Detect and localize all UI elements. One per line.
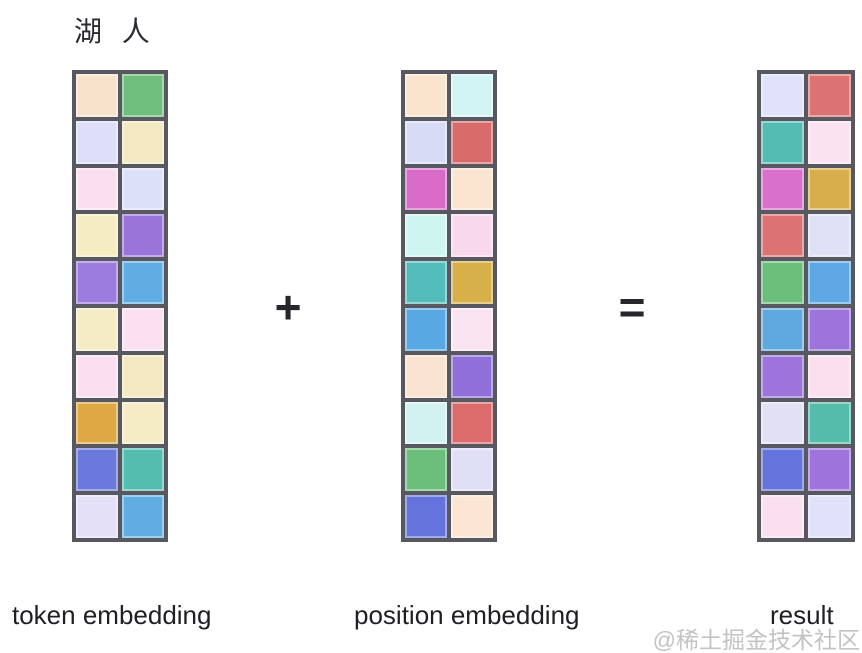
embedding-cell xyxy=(76,448,118,492)
embedding-cell xyxy=(405,401,447,445)
embedding-cell xyxy=(405,354,447,398)
embedding-cell xyxy=(76,167,118,211)
embedding-cell xyxy=(808,401,851,445)
embedding-cell xyxy=(405,120,447,164)
embedding-cell xyxy=(122,448,164,492)
embedding-cell xyxy=(808,120,851,164)
embedding-cell xyxy=(808,307,851,351)
embedding-cell xyxy=(451,401,493,445)
embedding-cell xyxy=(761,307,804,351)
embedding-cell xyxy=(808,214,851,258)
token-embedding-label: token embedding xyxy=(12,600,212,630)
embedding-cell xyxy=(451,120,493,164)
embedding-cell xyxy=(761,167,804,211)
embedding-cell xyxy=(761,74,804,117)
embedding-cell xyxy=(76,401,118,445)
watermark: @稀土掘金技术社区 xyxy=(652,627,860,653)
embedding-cell xyxy=(761,214,804,258)
embedding-cell xyxy=(122,120,164,164)
embedding-cell xyxy=(122,167,164,211)
embedding-cell xyxy=(808,354,851,398)
embedding-cell xyxy=(405,261,447,304)
position-embedding-grid xyxy=(401,70,497,542)
embedding-cell xyxy=(761,448,804,492)
embedding-cell xyxy=(808,495,851,538)
embedding-cell xyxy=(122,401,164,445)
plus-operator: + xyxy=(274,281,302,333)
embedding-cell xyxy=(451,74,493,117)
embedding-cell xyxy=(122,307,164,351)
embedding-cell xyxy=(808,448,851,492)
embedding-cell xyxy=(451,354,493,398)
embedding-cell xyxy=(76,261,118,304)
embedding-cell xyxy=(405,167,447,211)
embedding-cell xyxy=(451,495,493,538)
embedding-cell xyxy=(76,354,118,398)
embedding-cell xyxy=(76,120,118,164)
embedding-cell xyxy=(808,74,851,117)
embedding-cell xyxy=(451,307,493,351)
embedding-cell xyxy=(122,354,164,398)
embedding-cell xyxy=(76,214,118,258)
embedding-cell xyxy=(451,167,493,211)
embedding-cell xyxy=(76,74,118,117)
embedding-cell xyxy=(761,261,804,304)
embedding-cell xyxy=(405,448,447,492)
token-embedding-grid xyxy=(72,70,168,542)
equals-operator: = xyxy=(618,281,646,333)
result-grid xyxy=(757,70,855,542)
embedding-cell xyxy=(405,214,447,258)
embedding-cell xyxy=(405,74,447,117)
embedding-cell xyxy=(405,495,447,538)
embedding-cell xyxy=(122,495,164,538)
embedding-cell xyxy=(808,167,851,211)
embedding-cell xyxy=(405,307,447,351)
embedding-cell xyxy=(808,261,851,304)
embedding-cell xyxy=(76,307,118,351)
embedding-cell xyxy=(761,495,804,538)
result-label: result xyxy=(770,600,834,630)
embedding-cell xyxy=(451,448,493,492)
embedding-cell xyxy=(122,74,164,117)
embedding-cell xyxy=(122,261,164,304)
embedding-cell xyxy=(761,401,804,445)
embedding-cell xyxy=(451,214,493,258)
embedding-cell xyxy=(122,214,164,258)
page-title: 湖 人 xyxy=(74,16,150,47)
position-embedding-label: position embedding xyxy=(354,600,580,630)
embedding-cell xyxy=(761,354,804,398)
embedding-cell xyxy=(76,495,118,538)
embedding-cell xyxy=(451,261,493,304)
embedding-cell xyxy=(761,120,804,164)
